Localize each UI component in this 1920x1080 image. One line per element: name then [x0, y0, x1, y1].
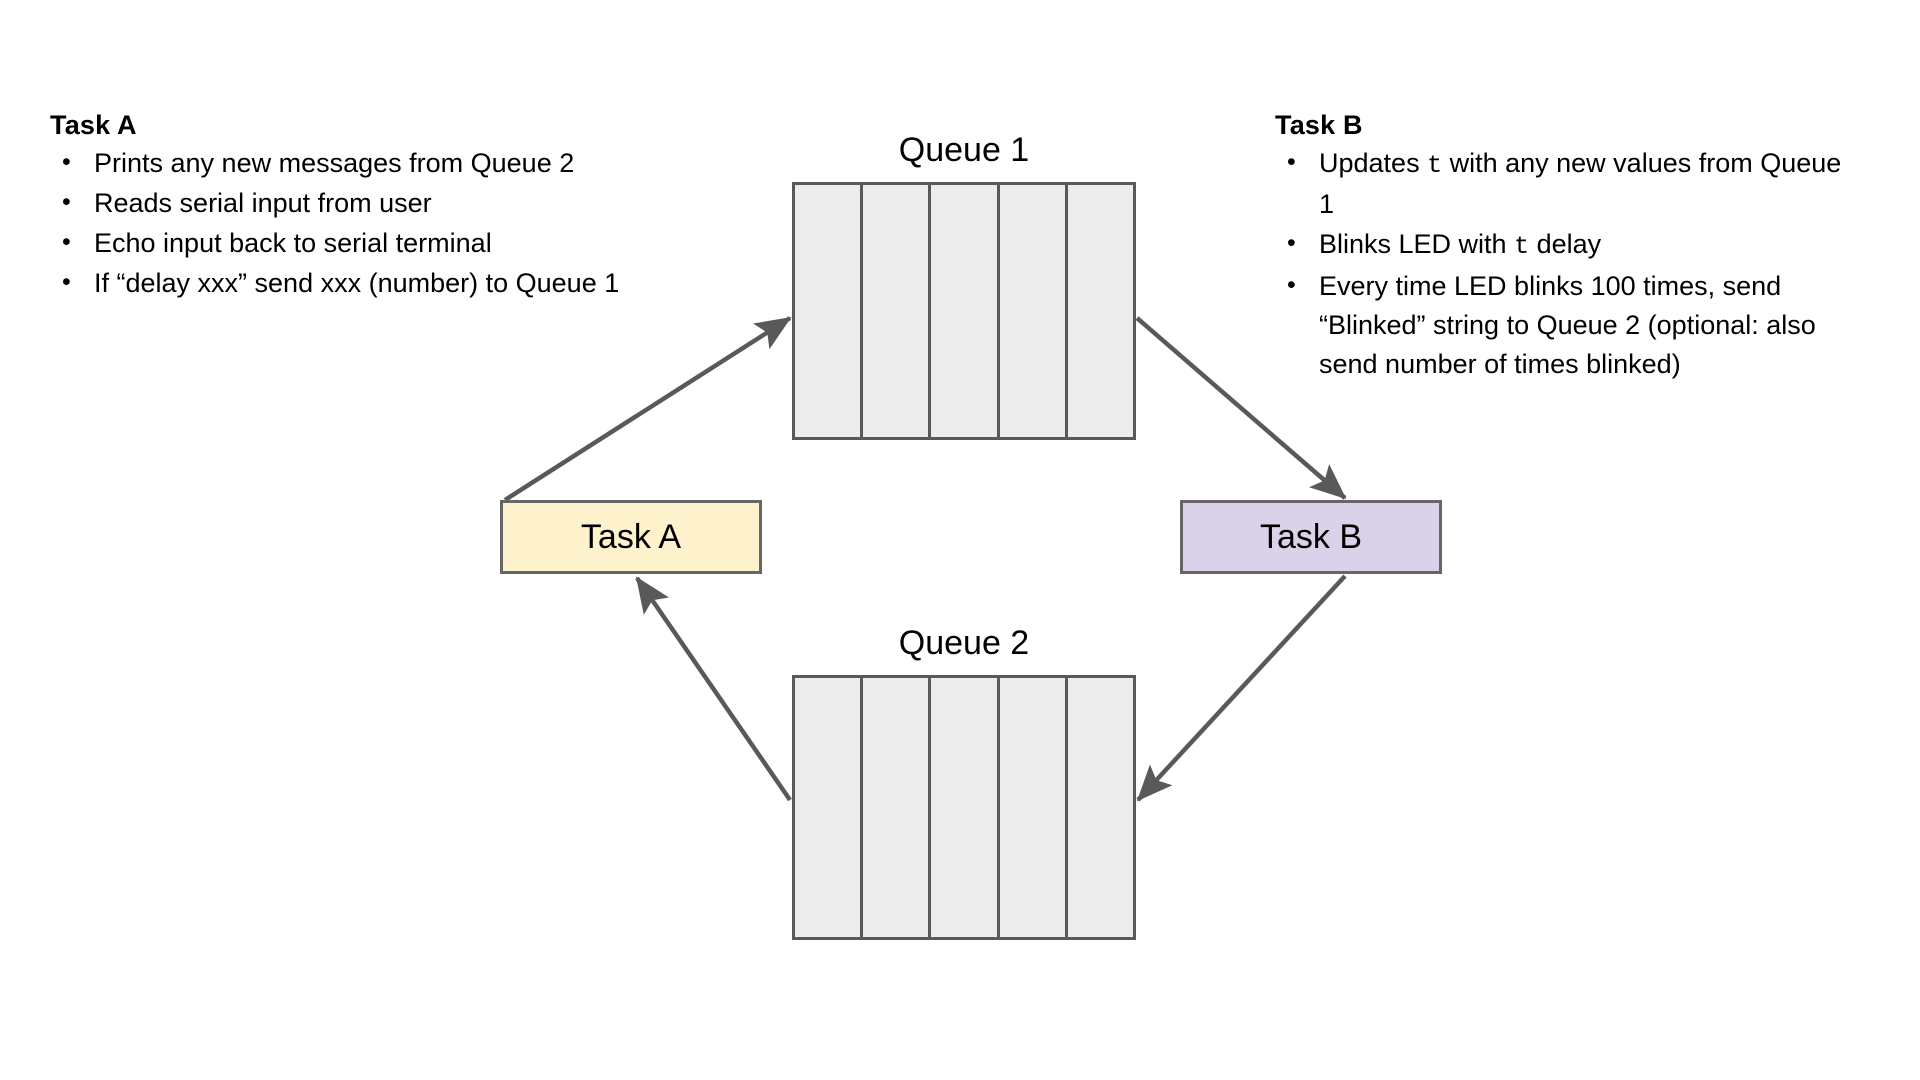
code-token: t — [1514, 232, 1530, 261]
task-a-node[interactable]: Task A — [500, 500, 762, 574]
task-b-node-label: Task B — [1259, 517, 1363, 556]
bullet-item: Echo input back to serial terminal — [50, 223, 650, 263]
bullet-text: Blinks LED with — [1319, 229, 1515, 259]
queue-1[interactable]: Queue 1 — [792, 131, 1136, 440]
bullet-item: Prints any new messages from Queue 2 — [50, 143, 650, 183]
task-a-notes: Task A Prints any new messages from Queu… — [50, 108, 650, 304]
queue-cell[interactable] — [931, 185, 1000, 437]
task-b-node[interactable]: Task B — [1180, 500, 1442, 574]
bullet-item: Blinks LED with t delay — [1275, 224, 1855, 266]
bullet-text: with any new values from Queue 1 — [1319, 148, 1842, 219]
queue-2-cells — [792, 675, 1136, 940]
bullet-text: Updates — [1319, 148, 1428, 178]
task-a-notes-title: Task A — [50, 110, 137, 140]
arrow-task-b-to-queue2 — [1136, 574, 1347, 802]
queue-cell[interactable] — [1067, 678, 1134, 937]
queue-cell[interactable] — [1067, 185, 1134, 437]
queue-cell[interactable] — [863, 185, 932, 437]
queue-2-label: Queue 2 — [898, 624, 1030, 662]
bullet-item: Updates t with any new values from Queue… — [1275, 143, 1855, 224]
bullet-text: Reads serial input from user — [94, 188, 432, 218]
queue-1-cells — [792, 182, 1136, 440]
arrow-queue2-to-task-a — [635, 576, 792, 802]
bullet-text: If “delay xxx” send xxx (number) to Queu… — [94, 268, 620, 298]
queue-1-label: Queue 1 — [898, 131, 1030, 169]
queue-cell[interactable] — [999, 185, 1068, 437]
task-a-node-label: Task A — [580, 517, 682, 556]
bullet-item: Every time LED blinks 100 times, send “B… — [1275, 266, 1855, 384]
queue-2[interactable]: Queue 2 — [792, 624, 1136, 940]
task-b-notes-title: Task B — [1275, 110, 1363, 140]
queue-cell[interactable] — [795, 678, 864, 937]
queue-cell[interactable] — [931, 678, 1000, 937]
bullet-text: Prints any new messages from Queue 2 — [94, 148, 575, 178]
arrow-queue1-to-task-b — [1135, 316, 1347, 500]
queue-cell[interactable] — [863, 678, 932, 937]
task-a-bullet-list: Prints any new messages from Queue 2 Read… — [50, 143, 650, 303]
task-b-notes: Task B Updates t with any new values fro… — [1275, 108, 1855, 385]
arrow-task-a-to-queue1 — [503, 316, 792, 502]
code-token: t — [1427, 151, 1443, 180]
queue-cell[interactable] — [999, 678, 1068, 937]
bullet-text: Echo input back to serial terminal — [94, 228, 492, 258]
queue-cell[interactable] — [795, 185, 864, 437]
task-b-bullet-list: Updates t with any new values from Queue… — [1275, 143, 1855, 384]
bullet-text: Every time LED blinks 100 times, send “B… — [1319, 271, 1816, 379]
bullet-item: If “delay xxx” send xxx (number) to Queu… — [50, 263, 650, 303]
bullet-item: Reads serial input from user — [50, 183, 650, 223]
bullet-text: delay — [1529, 229, 1602, 259]
